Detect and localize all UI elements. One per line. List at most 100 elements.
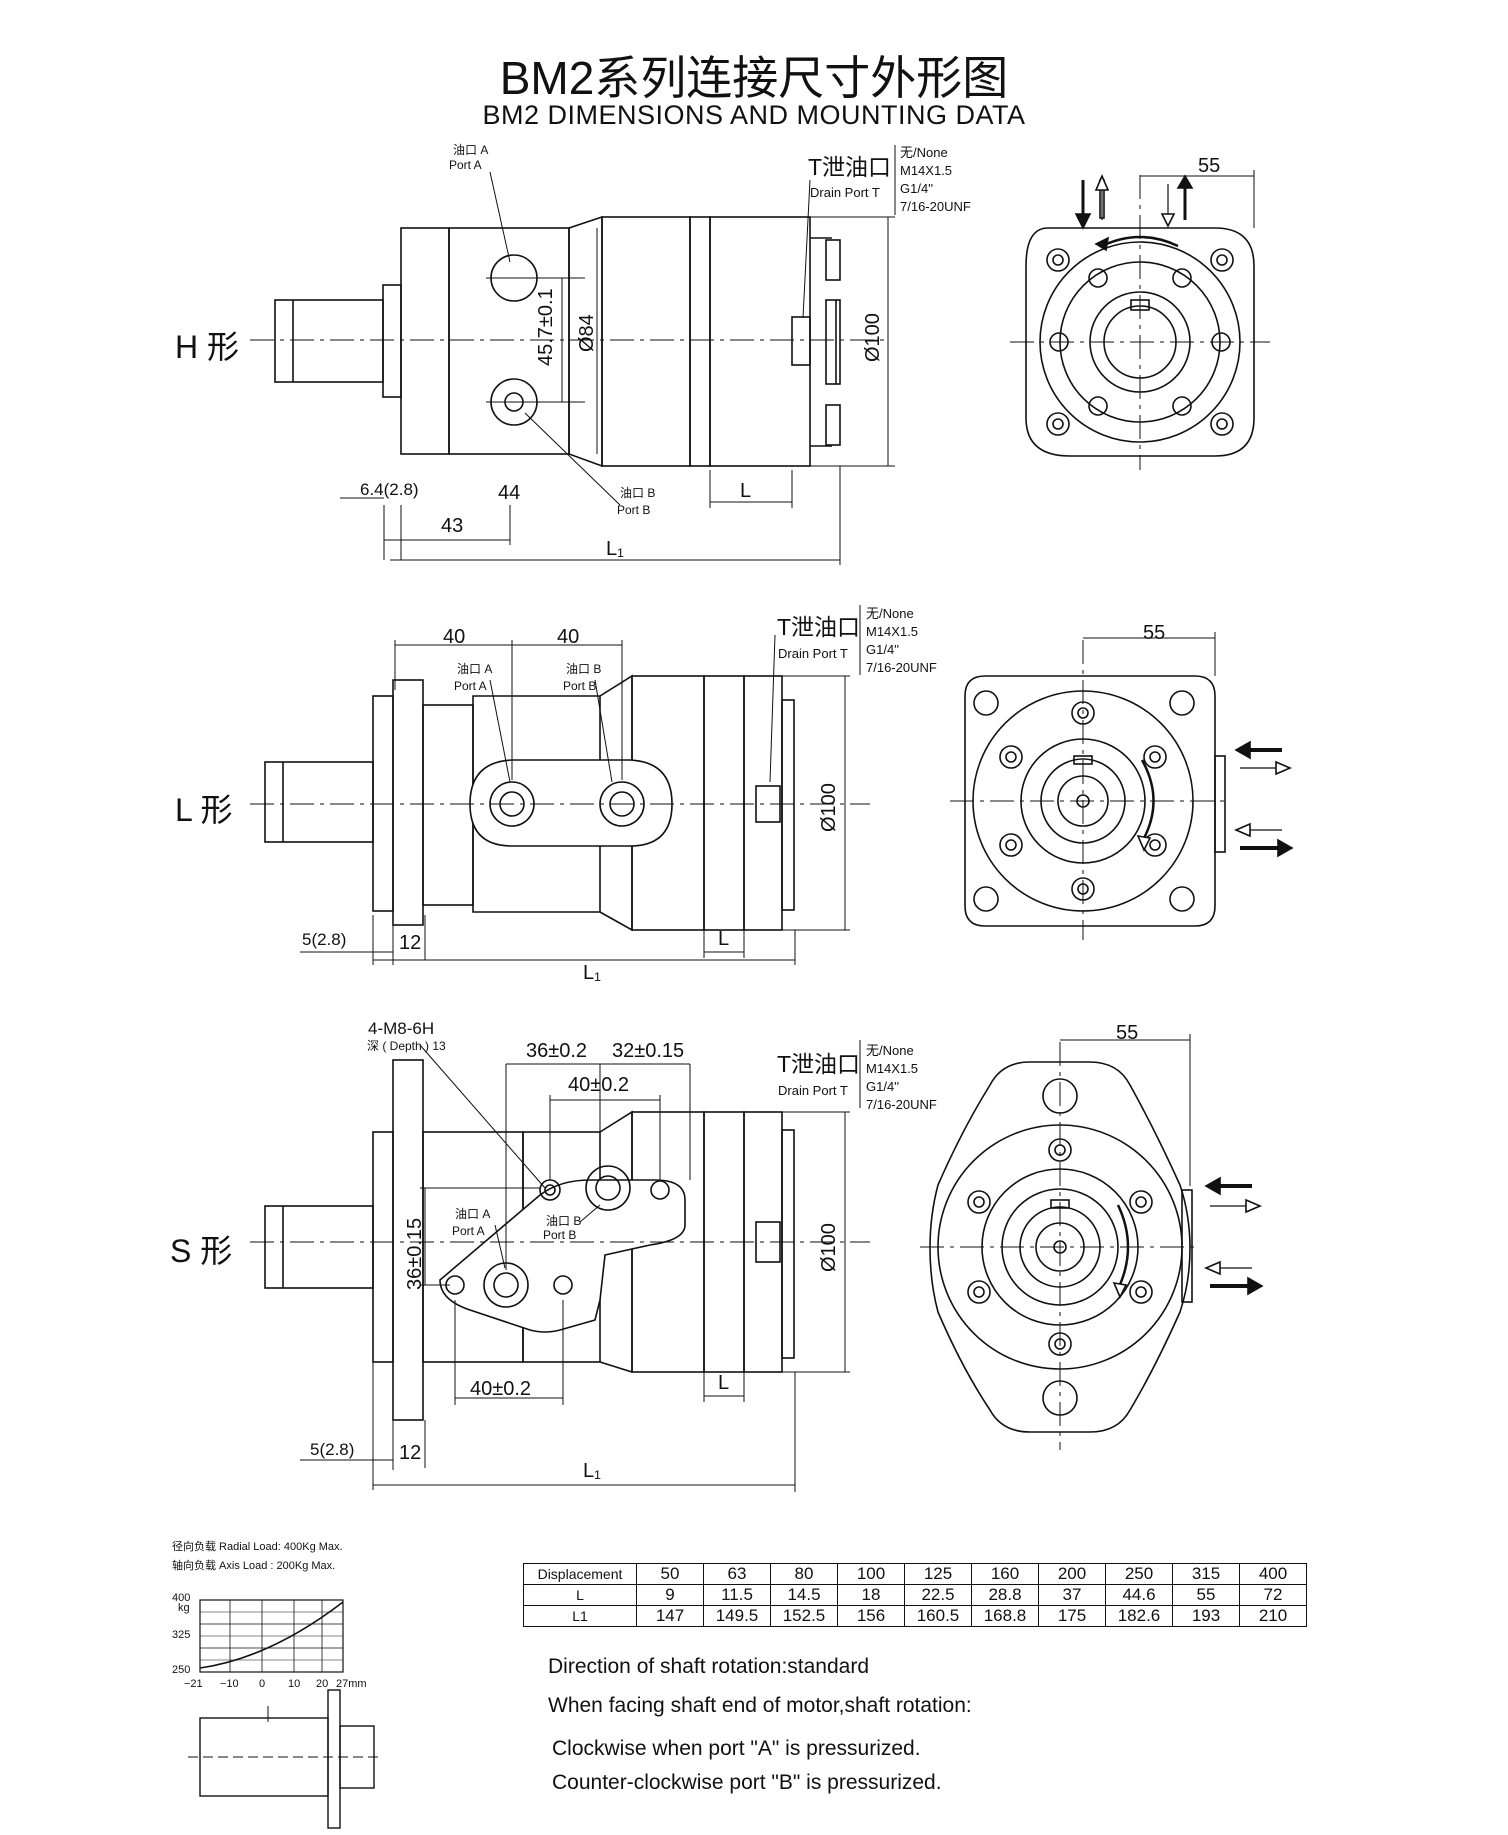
s-drain-opt-3: G1/4'' xyxy=(866,1079,900,1094)
load-chart xyxy=(199,1599,344,1673)
table-cell: 168.8 xyxy=(971,1605,1039,1627)
l-drain-title: T泄油口 xyxy=(777,614,861,640)
l-port-a-cn: 油口 A xyxy=(457,662,493,676)
l-dim-dia100: Ø100 xyxy=(818,783,840,832)
table-cell: 210 xyxy=(1239,1605,1307,1627)
s-side-view xyxy=(250,1044,870,1492)
note-facing-shaft: When facing shaft end of motor,shaft rot… xyxy=(548,1694,972,1717)
h-dim-shaft-offset: 6.4(2.8) xyxy=(360,480,419,499)
table-cell: 11.5 xyxy=(703,1584,771,1606)
small-shaft-sketch xyxy=(188,1689,380,1829)
table-cell: 9 xyxy=(636,1584,704,1606)
s-drain-sub: Drain Port T xyxy=(778,1083,848,1098)
table-cell: 147 xyxy=(636,1605,704,1627)
s-drain-title: T泄油口 xyxy=(777,1051,861,1077)
table-cell: 160 xyxy=(971,1563,1039,1585)
h-side-view xyxy=(250,171,895,565)
table-cell: 44.6 xyxy=(1105,1584,1173,1606)
l-dim-l1: L₁ xyxy=(583,962,601,984)
load-x-tick-2: −10 xyxy=(220,1678,239,1690)
note-counter-clockwise: Counter-clockwise port "B" is pressurize… xyxy=(552,1771,942,1794)
note-clockwise: Clockwise when port "A" is pressurized. xyxy=(552,1737,921,1760)
s-dim-12: 12 xyxy=(399,1442,422,1464)
table-cell: 182.6 xyxy=(1105,1605,1173,1627)
l-shape-label: L 形 xyxy=(175,792,233,828)
l-side-view xyxy=(250,634,870,965)
l-dim-12: 12 xyxy=(399,932,422,954)
load-y-tick-325: 325 xyxy=(172,1629,191,1641)
s-dim-40-0.2-bottom: 40±0.2 xyxy=(470,1378,532,1400)
load-x-tick-3: 0 xyxy=(259,1678,266,1690)
h-front-view xyxy=(1010,170,1270,470)
h-drain-opt-4: 7/16-20UNF xyxy=(900,199,971,214)
s-port-a-cn: 油口 A xyxy=(455,1207,491,1221)
table-cell: 22.5 xyxy=(904,1584,972,1606)
l-drain-sub: Drain Port T xyxy=(778,646,848,661)
load-x-tick-6: 27mm xyxy=(336,1678,367,1690)
table-cell: 149.5 xyxy=(703,1605,771,1627)
table-cell: 63 xyxy=(703,1563,771,1585)
l-drain-opt-2: M14X1.5 xyxy=(866,624,919,639)
s-dim-36-0.2: 36±0.2 xyxy=(526,1040,588,1062)
h-drain-opt-1: 无/None xyxy=(900,145,948,160)
h-port-b-cn: 油口 B xyxy=(620,486,656,500)
h-shape-label: H 形 xyxy=(175,329,240,365)
h-drain-opt-3: G1/4'' xyxy=(900,181,934,196)
load-x-tick-5: 20 xyxy=(316,1678,329,1690)
table-cell: 37 xyxy=(1038,1584,1106,1606)
load-x-tick-1: −21 xyxy=(184,1678,203,1690)
table-cell: 14.5 xyxy=(770,1584,838,1606)
l-port-a-en: Port A xyxy=(454,679,487,693)
table-cell: 160.5 xyxy=(904,1605,972,1627)
l-drain-opt-4: 7/16-20UNF xyxy=(866,660,937,675)
l-dim-40a: 40 xyxy=(443,626,466,648)
load-y-tick-400: 400 xyxy=(172,1592,191,1604)
table-row: Displacement 50 63 80 100 125 160 200 25… xyxy=(523,1563,1307,1585)
title-cn: BM2系列连接尺寸外形图 xyxy=(499,52,1009,104)
table-cell: 193 xyxy=(1172,1605,1240,1627)
radial-load-text: 径向负载 Radial Load: 400Kg Max. xyxy=(172,1541,343,1553)
s-dim-36-0.15: 36±0.15 xyxy=(404,1217,426,1290)
l-port-b-cn: 油口 B xyxy=(566,662,602,676)
note-rotation-standard: Direction of shaft rotation:standard xyxy=(548,1655,870,1678)
s-port-a-en: Port A xyxy=(452,1224,485,1238)
l-drain-opt-3: G1/4'' xyxy=(866,642,900,657)
s-front-view xyxy=(920,1034,1264,1450)
table-cell: 18 xyxy=(837,1584,905,1606)
s-port-b-en: Port B xyxy=(543,1228,577,1242)
l-dim-55: 55 xyxy=(1143,622,1166,644)
load-x-tick-4: 10 xyxy=(288,1678,301,1690)
table-cell: 156 xyxy=(837,1605,905,1627)
table-cell: 50 xyxy=(636,1563,704,1585)
h-dim-43: 43 xyxy=(441,515,464,537)
h-port-b-en: Port B xyxy=(617,503,651,517)
s-dim-l: L xyxy=(718,1372,730,1394)
l-drain-opt-1: 无/None xyxy=(866,606,914,621)
load-y-tick-250: 250 xyxy=(172,1664,191,1676)
s-thread-spec: 4-M8-6H xyxy=(368,1019,435,1038)
s-dim-40-0.2-top: 40±0.2 xyxy=(568,1074,630,1096)
table-row: L1 147 149.5 152.5 156 160.5 168.8 175 1… xyxy=(523,1605,1307,1627)
h-port-a-cn: 油口 A xyxy=(453,143,489,157)
s-dim-shaft-offset: 5(2.8) xyxy=(310,1440,355,1459)
table-cell: 200 xyxy=(1038,1563,1106,1585)
h-dim-55: 55 xyxy=(1198,155,1221,177)
table-cell: 250 xyxy=(1105,1563,1173,1585)
l-dim-l: L xyxy=(718,928,730,950)
s-port-b-cn: 油口 B xyxy=(546,1214,582,1228)
l-front-view xyxy=(950,632,1294,940)
table-row: L 9 11.5 14.5 18 22.5 28.8 37 44.6 55 72 xyxy=(523,1584,1307,1606)
table-cell: 72 xyxy=(1239,1584,1307,1606)
l-port-b-en: Port B xyxy=(563,679,597,693)
h-dim-44: 44 xyxy=(498,482,521,504)
table-cell: 400 xyxy=(1239,1563,1307,1585)
row-label: L1 xyxy=(523,1605,637,1627)
s-thread-depth: 深 ( Depth ) 13 xyxy=(367,1039,446,1053)
table-header: Displacement xyxy=(523,1563,637,1585)
table-cell: 125 xyxy=(904,1563,972,1585)
table-cell: 55 xyxy=(1172,1584,1240,1606)
l-dim-shaft-offset: 5(2.8) xyxy=(302,930,347,949)
h-dim-dia84: Ø84 xyxy=(576,314,598,352)
h-drain-sub: Drain Port T xyxy=(810,185,880,200)
